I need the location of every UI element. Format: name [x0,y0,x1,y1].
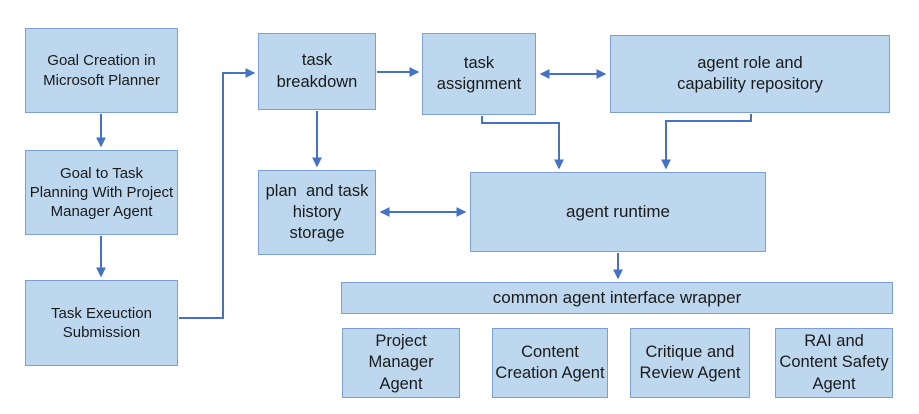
node-rai-safety-agent-label: RAI and Content Safety Agent [779,332,889,393]
node-project-manager-agent: Project Manager Agent [342,328,460,398]
node-task-assignment-label: task assignment [436,53,522,93]
node-agent-role-repository: agent role and capability repository [610,35,890,113]
node-task-breakdown: task breakdown [258,33,376,110]
edge-agent-role-to-agent-runtime [661,114,752,170]
node-plan-history-storage: plan and task history storage [258,170,376,255]
node-critique-review-agent: Critique and Review Agent [630,328,750,398]
edge-task-execution-to-task-breakdown [179,68,256,319]
node-task-execution-submission-label: Task Exeuction Submission [51,304,152,341]
node-critique-review-agent-label: Critique and Review Agent [639,342,741,382]
node-rai-safety-agent: RAI and Content Safety Agent [775,328,893,398]
node-project-manager-agent-label: Project Manager Agent [368,332,434,393]
node-goal-to-task-planning: Goal to Task Planning With Project Manag… [25,150,178,235]
node-agent-runtime: agent runtime [470,172,766,252]
node-content-creation-agent-label: Content Creation Agent [495,342,605,382]
node-agent-role-repository-label: agent role and capability repository [677,53,823,93]
node-goal-creation-label: Goal Creation in Microsoft Planner [43,52,160,89]
edge-task-assignment-to-agent-runtime [481,116,564,170]
node-content-creation-agent: Content Creation Agent [492,328,608,398]
node-task-breakdown-label: task breakdown [276,51,358,91]
node-common-agent-interface-wrapper-label: common agent interface wrapper [492,288,742,308]
node-goal-to-task-planning-label: Goal to Task Planning With Project Manag… [29,164,174,221]
node-task-execution-submission: Task Exeuction Submission [25,280,178,366]
node-agent-runtime-label: agent runtime [566,202,670,222]
node-common-agent-interface-wrapper: common agent interface wrapper [341,282,893,314]
node-plan-history-storage-label: plan and task history storage [265,181,369,243]
node-task-assignment: task assignment [422,33,536,115]
node-goal-creation: Goal Creation in Microsoft Planner [25,28,178,113]
